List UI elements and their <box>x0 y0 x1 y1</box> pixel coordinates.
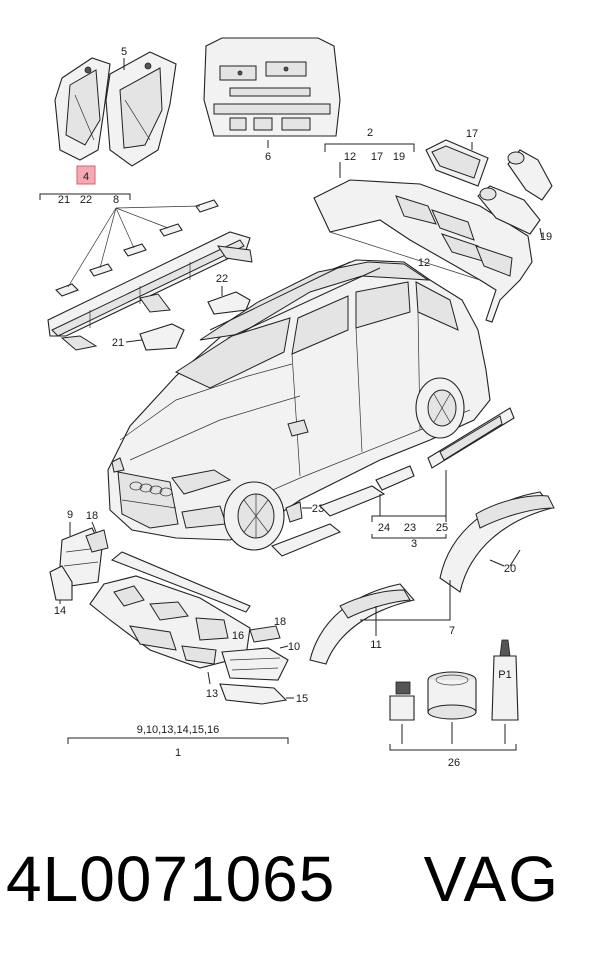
part-26-bottle <box>389 681 415 721</box>
callout-25: 25 <box>436 522 448 534</box>
part-13-bumper-lower <box>89 575 251 669</box>
part-26-tape-roll <box>427 671 477 720</box>
part-14-trim <box>49 565 73 601</box>
part-8-pads <box>55 199 219 297</box>
part-19-exhaust-tips <box>477 149 553 235</box>
callout-12: 12 <box>418 257 430 269</box>
part-24-25-side-strips <box>271 407 515 557</box>
part-10-grille <box>221 647 289 681</box>
part-20-wheel-arches <box>439 491 555 593</box>
callout-20: 20 <box>504 563 516 575</box>
part-18-cover <box>85 529 109 553</box>
callout-26: 26 <box>448 757 460 769</box>
part-number: 4L0071065 <box>6 843 336 915</box>
callout-11: 11 <box>370 639 381 651</box>
part-6-tool-tray <box>203 37 341 137</box>
callout-23-list: 23 <box>404 522 416 534</box>
callout-13: 13 <box>206 688 218 700</box>
part-22-bracket <box>207 291 251 315</box>
callout-10: 10 <box>288 641 300 653</box>
callout-4: 4 <box>83 171 89 183</box>
part-18-right-cover <box>249 625 281 643</box>
callout-5: 5 <box>121 46 127 58</box>
part-21-bracket <box>139 323 185 351</box>
part-23-emblem <box>285 501 303 523</box>
callout-17-list: 17 <box>371 151 383 163</box>
part-12-rear-diffuser <box>313 179 533 323</box>
callout-16: 16 <box>232 630 244 642</box>
part-5-jack-brackets <box>54 51 177 167</box>
rear-wheel <box>415 377 465 439</box>
tube-label: P1 <box>498 669 511 681</box>
callout-18-right: 18 <box>274 616 286 628</box>
callout-7: 7 <box>449 625 455 637</box>
callout-21-list: 21 <box>58 194 70 206</box>
callout-6: 6 <box>265 151 271 163</box>
front-wheel <box>223 481 285 551</box>
callout-18: 18 <box>86 510 98 522</box>
callout-22: 22 <box>216 273 228 285</box>
callout-15: 15 <box>296 693 308 705</box>
part-15-lower-grille <box>219 683 288 705</box>
vehicle-body <box>107 259 491 541</box>
callout-9: 9 <box>67 509 73 521</box>
callout-1: 1 <box>175 747 181 759</box>
callout-3: 3 <box>411 538 417 550</box>
callout-21: 21 <box>112 337 124 349</box>
callout-12-list: 12 <box>344 151 356 163</box>
callout-17: 17 <box>466 128 478 140</box>
callout-24: 24 <box>378 522 390 534</box>
callout-19: 19 <box>540 231 552 243</box>
callout-14: 14 <box>54 605 66 617</box>
callout-8: 8 <box>113 194 119 206</box>
callout-4-highlight <box>76 165 96 185</box>
part-11-wheel-arches <box>309 583 416 665</box>
callout-2: 2 <box>367 127 373 139</box>
callout-22-list: 22 <box>80 194 92 206</box>
part-16-lip <box>110 551 251 613</box>
part-26-tube <box>491 639 519 721</box>
callout-1-list: 9,10,13,14,15,16 <box>137 724 220 736</box>
callout-19-list: 19 <box>393 151 405 163</box>
bracket-4 <box>39 193 131 200</box>
brand-label: VAG <box>423 843 560 915</box>
part-4-side-rail <box>47 231 253 351</box>
